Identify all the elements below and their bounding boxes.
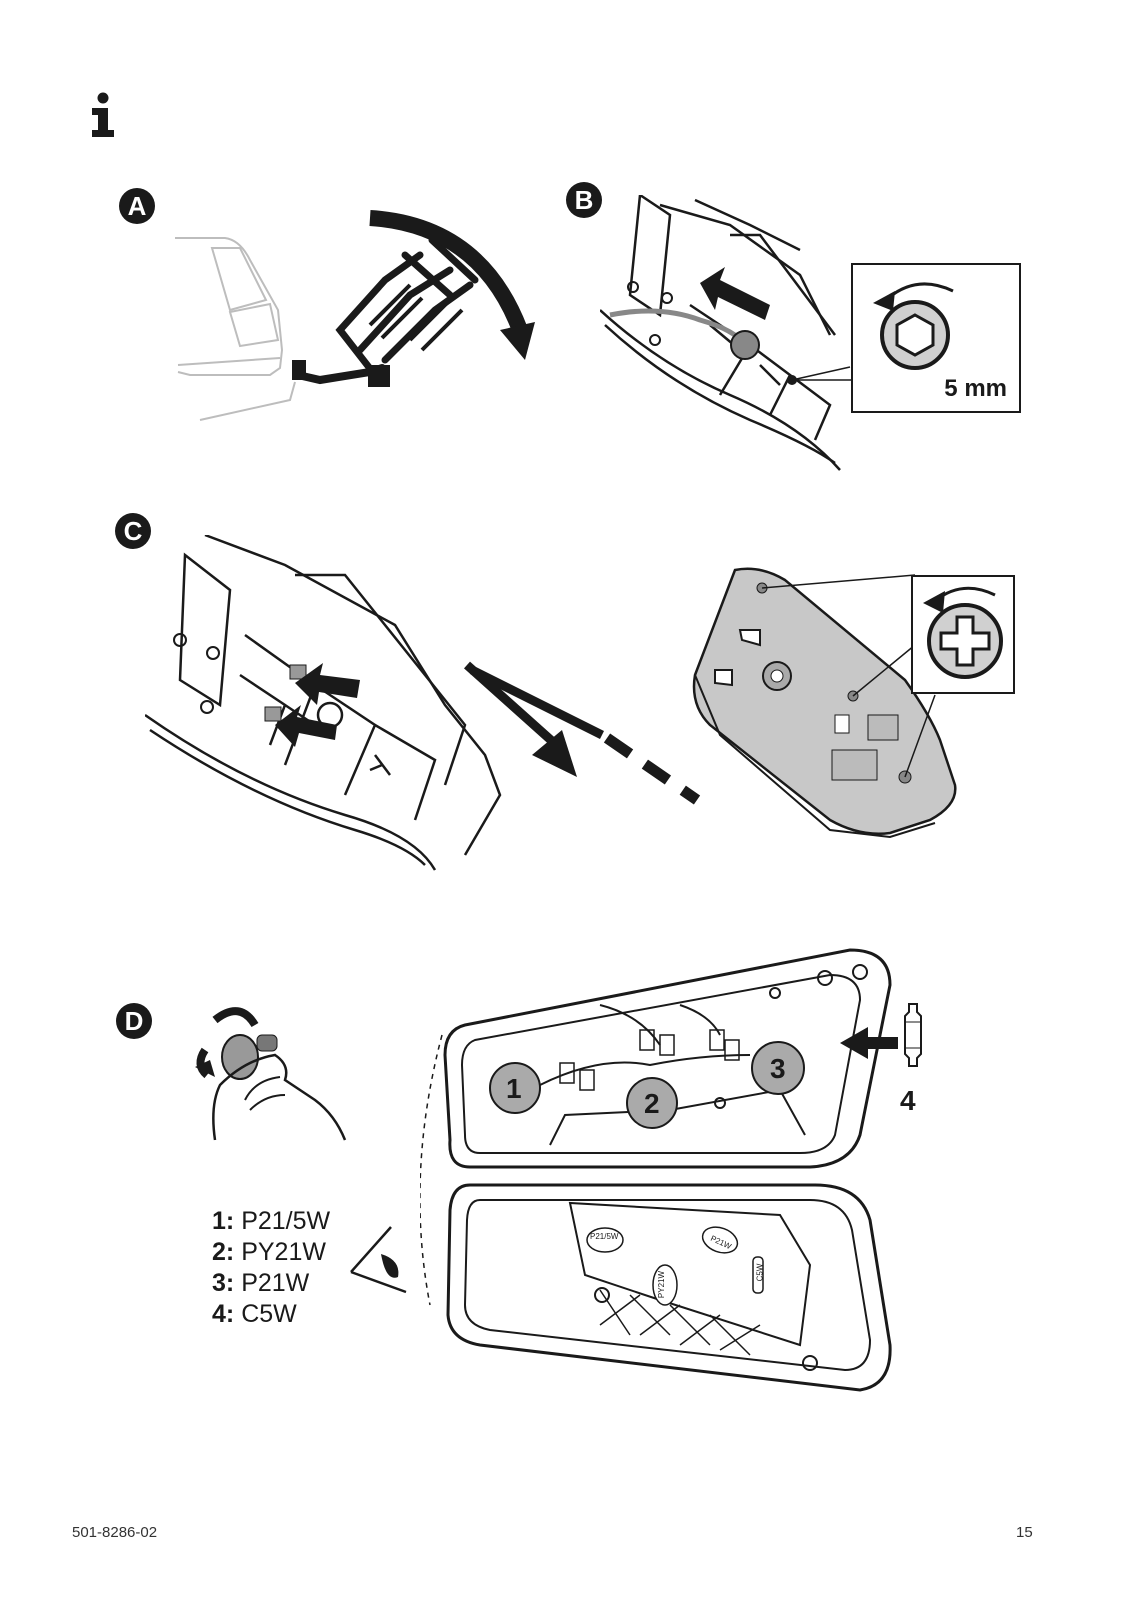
bulb-legend: 1: P21/5W 2: PY21W 3: P21W 4: C5W <box>212 1206 330 1330</box>
bulb-number-2: 2 <box>644 1088 660 1119</box>
lamp-open-view <box>420 948 898 1392</box>
legend-row: 3: P21W <box>212 1269 310 1297</box>
bulb-number-3: 3 <box>770 1053 786 1084</box>
step-b-illustration <box>600 195 855 471</box>
eye-icon <box>350 1226 407 1294</box>
step-a-badge: A <box>119 188 155 224</box>
lamp-housing-rear <box>692 567 957 839</box>
page-number: 15 <box>1016 1524 1033 1541</box>
hex-key-size-label: 5 mm <box>944 375 1007 402</box>
spare-bulb-label-2: PY21W <box>657 1270 667 1299</box>
hand-twist-illustration <box>195 1007 347 1141</box>
bulb-number-1: 1 <box>506 1073 522 1104</box>
step-a-illustration <box>175 210 535 421</box>
phillips-screwdriver-icon <box>923 586 1003 679</box>
spare-bulb-label-4: C5W <box>755 1263 765 1282</box>
phillips-callout <box>911 575 1015 694</box>
step-b-badge: B <box>566 182 602 218</box>
legend-row: 4: C5W <box>212 1300 297 1328</box>
legend-row: 2: PY21W <box>212 1238 326 1266</box>
info-icon <box>92 92 114 137</box>
step-c-illustration <box>145 535 502 871</box>
hex-key-callout: 5 mm <box>851 263 1021 413</box>
bulb-number-4: 4 <box>900 1085 916 1116</box>
hex-key-icon <box>873 282 954 370</box>
document-code: 501-8286-02 <box>72 1524 158 1541</box>
legend-row: 1: P21/5W <box>212 1207 331 1235</box>
step-c-badge: C <box>115 513 151 549</box>
spare-bulb-label-1: P21/5W <box>590 1232 619 1241</box>
rotate-icon <box>195 1060 215 1077</box>
step-c-removal-arrow <box>463 661 701 805</box>
c5w-bulb-icon <box>904 1003 922 1067</box>
step-d-badge: D <box>116 1003 152 1039</box>
